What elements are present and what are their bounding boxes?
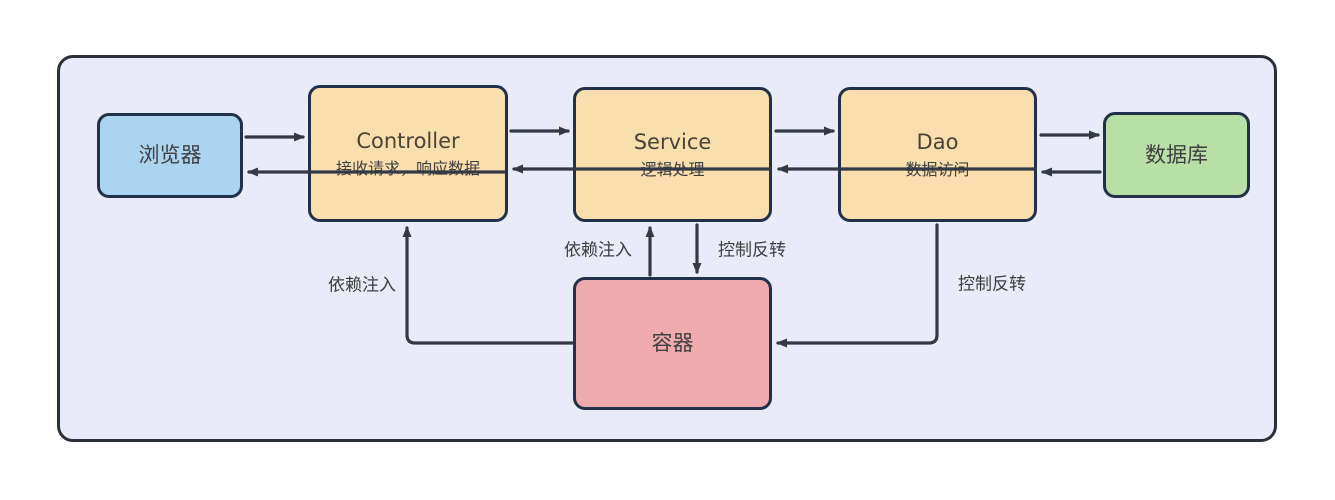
node-container: 容器 xyxy=(573,277,772,410)
node-dao-title: Dao xyxy=(916,130,959,155)
node-controller-title: Controller xyxy=(356,129,460,154)
edge-label-dependency-injection-controller: 依赖注入 xyxy=(328,275,396,296)
edge-label-inversion-of-control-dao: 控制反转 xyxy=(958,274,1026,295)
node-container-label: 容器 xyxy=(651,331,694,356)
edge-label-dependency-injection-service: 依赖注入 xyxy=(564,240,632,261)
node-browser: 浏览器 xyxy=(97,113,243,198)
node-dao: Dao 数据访问 xyxy=(838,87,1037,222)
node-controller-subtitle: 接收请求，响应数据 xyxy=(335,159,480,179)
node-dao-subtitle: 数据访问 xyxy=(905,160,970,180)
edge-label-inversion-of-control-service: 控制反转 xyxy=(718,240,786,261)
node-service-title: Service xyxy=(633,130,712,155)
node-database: 数据库 xyxy=(1103,112,1250,198)
node-database-label: 数据库 xyxy=(1145,142,1208,167)
node-controller: Controller 接收请求，响应数据 xyxy=(308,85,508,222)
node-service-subtitle: 逻辑处理 xyxy=(640,160,705,180)
node-browser-label: 浏览器 xyxy=(138,143,202,168)
node-service: Service 逻辑处理 xyxy=(573,87,772,222)
